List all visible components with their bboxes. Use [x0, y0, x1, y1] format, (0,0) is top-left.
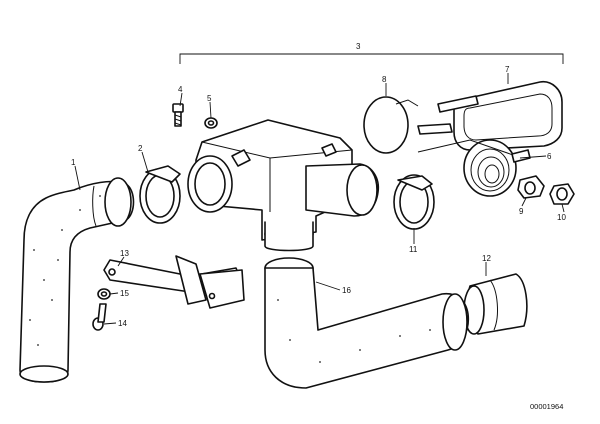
screw-part-14	[92, 303, 107, 331]
callout-16: 16	[342, 286, 351, 295]
callout-12: 12	[482, 254, 491, 263]
washer-part-5	[204, 117, 218, 129]
t-housing	[187, 119, 380, 252]
spring-part-6	[417, 139, 531, 197]
hose-part-1	[19, 177, 135, 383]
callout-5: 5	[207, 94, 212, 103]
callout-8: 8	[382, 75, 387, 84]
callout-7: 7	[505, 65, 510, 74]
bracket-part-13	[103, 255, 245, 309]
callout-3: 3	[356, 42, 361, 51]
sleeve-part-12	[463, 273, 528, 335]
leader-lines	[74, 73, 565, 325]
callout-14: 14	[118, 319, 127, 328]
callout-10: 10	[557, 213, 566, 222]
callout-9: 9	[519, 207, 524, 216]
flange-part-7	[417, 80, 563, 151]
washer-part-15	[97, 288, 111, 300]
cap-part-8	[363, 96, 419, 154]
hose-texture-2	[277, 299, 431, 363]
clamp-part-2	[139, 165, 181, 224]
callout-13: 13	[120, 249, 129, 258]
bolt-part-4	[172, 103, 184, 127]
callouts: 1 2 3 4 5 6 7 8 9 10 11 12 13 14 15 16	[71, 42, 566, 328]
callout-11: 11	[409, 245, 418, 254]
clamp-part-11	[393, 174, 435, 230]
reference-number: 00001964	[530, 402, 563, 411]
callout-1: 1	[71, 158, 76, 167]
callout-6: 6	[547, 152, 552, 161]
group-bracket-3	[179, 53, 564, 64]
fitting-part-9	[517, 175, 545, 199]
hose-part-16	[264, 257, 470, 389]
callout-15: 15	[120, 289, 129, 298]
callout-4: 4	[178, 85, 183, 94]
hose-texture	[29, 195, 101, 346]
nut-part-10	[549, 183, 575, 205]
callout-2: 2	[138, 144, 143, 153]
